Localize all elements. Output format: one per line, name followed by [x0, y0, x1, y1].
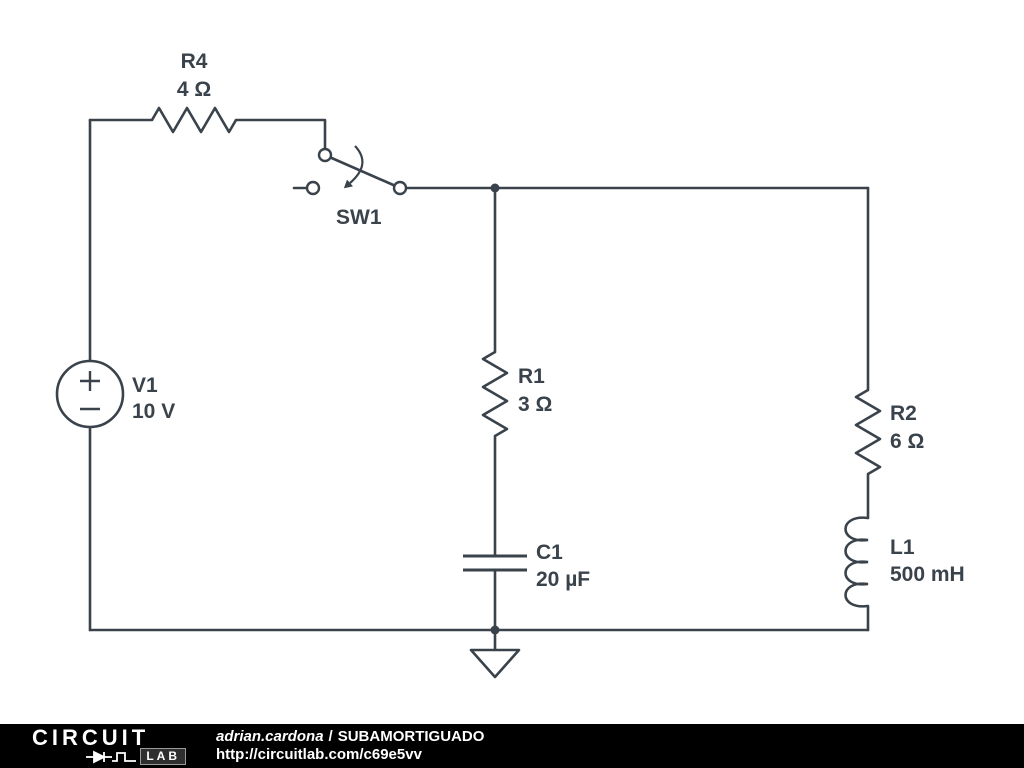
component-value: 20 µF [536, 568, 590, 591]
circuitlab-logo: CIRCUIT LAB [0, 727, 186, 765]
resistor-r2: R2 6 Ω [854, 388, 924, 476]
component-label: R1 [518, 365, 545, 388]
logo-circuit-text: CIRCUIT [32, 725, 150, 750]
switch-terminal-common [392, 180, 408, 196]
switch-motion-arc [349, 145, 364, 184]
junction-dot-top [490, 183, 500, 193]
ground-symbol [469, 630, 521, 679]
logo-bottom-row: LAB [32, 748, 186, 765]
component-label: V1 [132, 374, 158, 397]
component-value: 10 V [132, 400, 175, 423]
switch-terminal-top [317, 147, 333, 163]
switch-arrowhead-icon [343, 179, 353, 189]
component-value: 3 Ω [518, 393, 552, 416]
inductor-coils [844, 516, 869, 608]
component-label: R2 [890, 402, 917, 425]
resistor-zigzag [854, 388, 882, 476]
schematic-title: SUBAMORTIGUADO [337, 728, 485, 745]
ground-triangle-icon [469, 648, 521, 679]
switch-lever [329, 156, 396, 187]
author-name: adrian.cardona [216, 728, 324, 745]
switch-sw1: SW1 [305, 145, 408, 229]
voltage-source-v1: V1 10 V [55, 359, 175, 429]
footer-bar: CIRCUIT LAB adrian.cardona/SUBAMORTIGUAD… [0, 724, 1024, 768]
resistor-zigzag [150, 106, 238, 134]
voltage-source-body [55, 359, 125, 429]
component-value: 500 mH [890, 563, 965, 586]
wire-r4-to-switch [234, 118, 327, 151]
resistor-zigzag [481, 350, 509, 438]
component-label: L1 [890, 536, 915, 559]
wires [88, 118, 870, 632]
component-label: SW1 [336, 206, 382, 229]
component-label: C1 [536, 541, 563, 564]
separator: / [328, 728, 333, 745]
switch-terminal-left [305, 180, 321, 196]
logo-waveform-icon [86, 750, 137, 763]
circuit-schematic: V1 10 V R4 4 Ω SW1 R1 3 Ω [55, 50, 965, 679]
footer-credits: adrian.cardona/SUBAMORTIGUADO http://cir… [186, 728, 484, 764]
component-value: 6 Ω [890, 430, 924, 453]
plus-sign-icon [80, 371, 100, 391]
resistor-r1: R1 3 Ω [481, 350, 552, 438]
component-label: R4 [181, 50, 208, 73]
capacitor-c1: C1 20 µF [463, 541, 590, 591]
schematic-url: http://circuitlab.com/c69e5vv [216, 746, 422, 763]
inductor-l1: L1 500 mH [844, 516, 965, 608]
component-value: 4 Ω [177, 78, 211, 101]
author-title-line: adrian.cardona/SUBAMORTIGUADO [216, 728, 484, 746]
logo-lab-badge: LAB [140, 748, 186, 765]
resistor-r4: R4 4 Ω [150, 50, 238, 134]
